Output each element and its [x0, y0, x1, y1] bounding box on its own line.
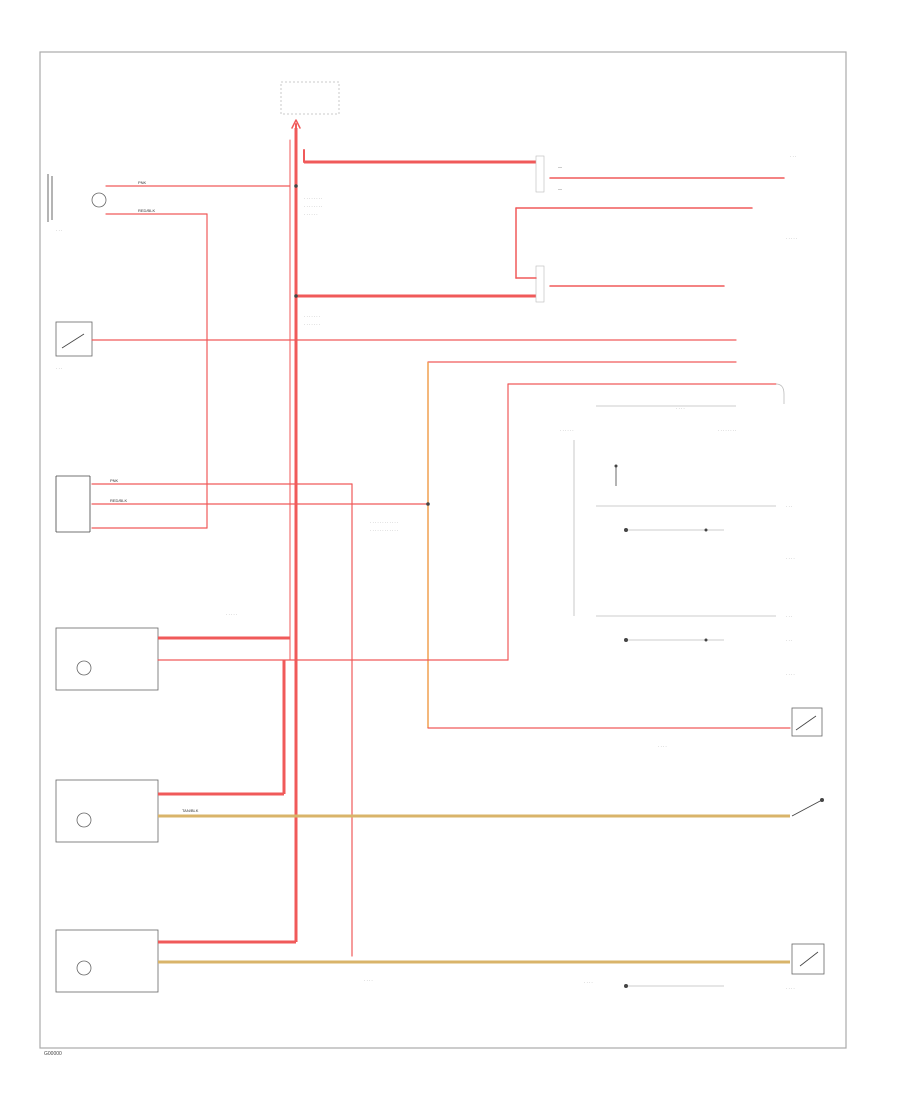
wire-label-redblk-2: RED/BLK	[110, 498, 127, 503]
wire-label-pnk-2: PNK	[110, 478, 119, 483]
front-courtesy-lamp	[55, 627, 159, 691]
right-door-switch	[791, 707, 823, 737]
svg-text:· · · ·: · · · ·	[676, 406, 685, 411]
svg-text:· · · ·: · · · ·	[364, 978, 373, 983]
svg-text:· · · · · ·: · · · · · ·	[304, 212, 318, 217]
svg-text:· · ·: · · ·	[786, 614, 792, 619]
svg-text:· · · ·: · · · ·	[786, 672, 795, 677]
svg-text:· · · · ·: · · · · ·	[226, 612, 237, 617]
wire-label-pnk-1: PNK	[138, 180, 147, 185]
glove-box-switch	[791, 798, 824, 817]
svg-text:· · · ·: · · · ·	[786, 986, 795, 991]
svg-text:· · ·: · · ·	[56, 366, 62, 371]
luggage-compartment-lamp	[55, 929, 159, 993]
luggage-switch	[791, 943, 825, 975]
figure-id: G00000	[44, 1051, 62, 1057]
svg-text:· · · ·: · · · ·	[786, 556, 795, 561]
svg-text:—: —	[558, 186, 562, 191]
door-connector	[55, 475, 91, 533]
svg-text:· · · ·: · · · ·	[658, 744, 667, 749]
wire-label-tanblk-1: TAN/BLK	[182, 808, 199, 813]
svg-text:· · · ·: · · · ·	[584, 980, 593, 985]
svg-text:· · · · · · · ·: · · · · · · · ·	[304, 196, 322, 201]
svg-text:· · · · · · · ·: · · · · · · · ·	[304, 204, 322, 209]
svg-text:· · ·: · · ·	[56, 228, 62, 233]
svg-text:—: —	[558, 164, 562, 169]
svg-text:· · · · · · · · · · · ·: · · · · · · · · · · · ·	[370, 528, 398, 533]
svg-text:· · ·: · · ·	[790, 154, 796, 159]
svg-text:· · · · · · ·: · · · · · · ·	[304, 322, 320, 327]
svg-text:· · ·: · · ·	[786, 504, 792, 509]
left-door-switch: · · ·	[55, 321, 93, 371]
svg-text:· · ·: · · ·	[786, 638, 792, 643]
svg-text:· · · · ·: · · · · ·	[786, 236, 797, 241]
diagram-border	[39, 51, 847, 1049]
svg-text:· · · · · · ·: · · · · · · ·	[304, 314, 320, 319]
rear-courtesy-lamp	[55, 779, 159, 843]
dome-lamp: · · ·	[47, 174, 107, 233]
svg-text:· · · · · · · · · · · ·: · · · · · · · · · · · ·	[370, 520, 398, 525]
svg-text:· · · · · ·: · · · · · ·	[560, 428, 574, 433]
svg-text:· · · · · · · ·: · · · · · · · ·	[718, 428, 736, 433]
wire-label-redblk-1: RED/BLK	[138, 208, 155, 213]
